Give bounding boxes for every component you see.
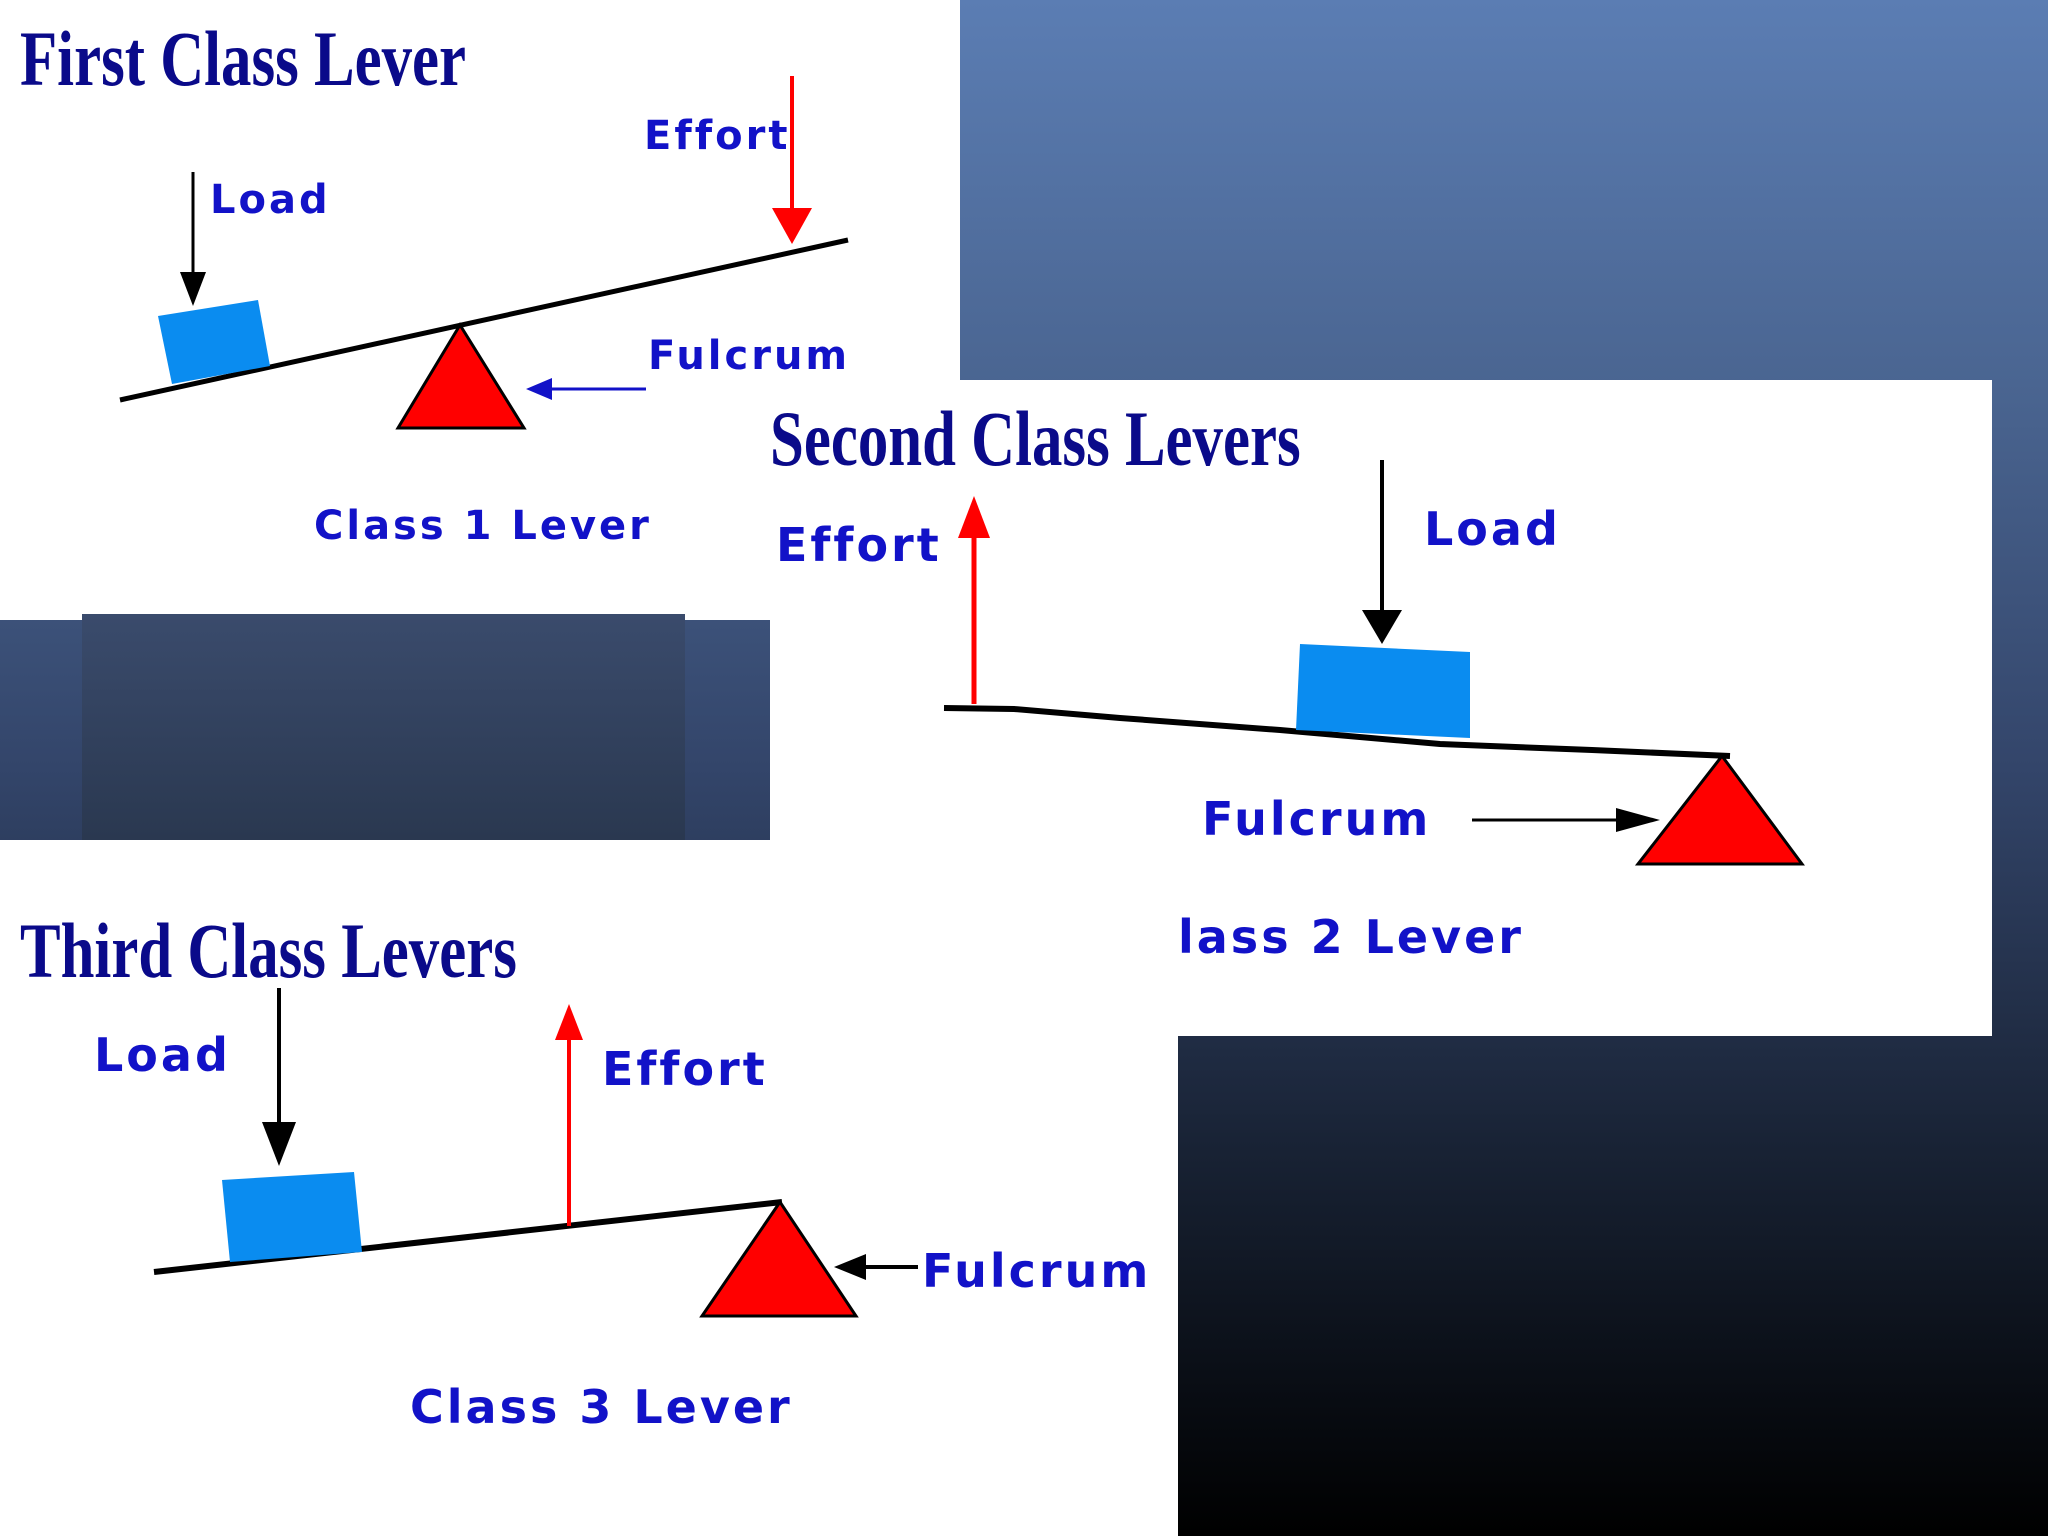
- third-class-fulcrum-label: Fulcrum: [922, 1244, 1152, 1298]
- third-class-title: Third Class Levers: [20, 907, 517, 994]
- second-class-effort-label: Effort: [776, 518, 942, 572]
- load-arrow-head: [1362, 610, 1402, 644]
- load-arrow-head: [262, 1122, 296, 1166]
- third-class-effort-label: Effort: [602, 1042, 768, 1096]
- first-class-panel-lower: [0, 380, 770, 620]
- third-class-diagram: [153, 988, 918, 1318]
- effort-arrow-head: [772, 208, 812, 244]
- second-class-fulcrum-label: Fulcrum: [1202, 792, 1432, 846]
- load-box: [222, 1172, 362, 1262]
- fulcrum-pointer-head: [1616, 808, 1660, 832]
- load-box: [158, 300, 270, 384]
- first-class-fulcrum-label: Fulcrum: [648, 333, 851, 379]
- effort-arrow-head: [555, 1004, 583, 1040]
- fulcrum-triangle: [1634, 753, 1805, 866]
- second-class-caption: lass 2 Lever: [1178, 910, 1524, 964]
- second-class-load-label: Load: [1424, 502, 1561, 556]
- second-class-diagram: [943, 460, 1805, 866]
- dark-placeholder-box: [82, 614, 685, 840]
- lever-beam: [153, 1199, 783, 1275]
- third-class-panel: [0, 840, 1178, 1536]
- load-box: [1296, 644, 1470, 738]
- lever-beam: [119, 237, 849, 403]
- first-class-caption: Class 1 Lever: [314, 503, 652, 549]
- fulcrum-triangle: [699, 1199, 859, 1318]
- lever-beam: [943, 705, 1731, 759]
- third-class-load-label: Load: [94, 1028, 231, 1082]
- first-class-diagram: [119, 76, 849, 430]
- second-class-title: Second Class Levers: [770, 395, 1301, 482]
- first-class-title: First Class Lever: [20, 15, 467, 102]
- fulcrum-pointer-head: [834, 1254, 866, 1280]
- first-class-load-label: Load: [210, 177, 331, 223]
- first-class-effort-label: Effort: [644, 113, 791, 159]
- fulcrum-triangle: [395, 322, 527, 430]
- third-class-caption: Class 3 Lever: [410, 1380, 793, 1434]
- fulcrum-pointer-head: [526, 378, 552, 400]
- load-arrow-head: [180, 272, 206, 306]
- effort-arrow-head: [958, 496, 990, 538]
